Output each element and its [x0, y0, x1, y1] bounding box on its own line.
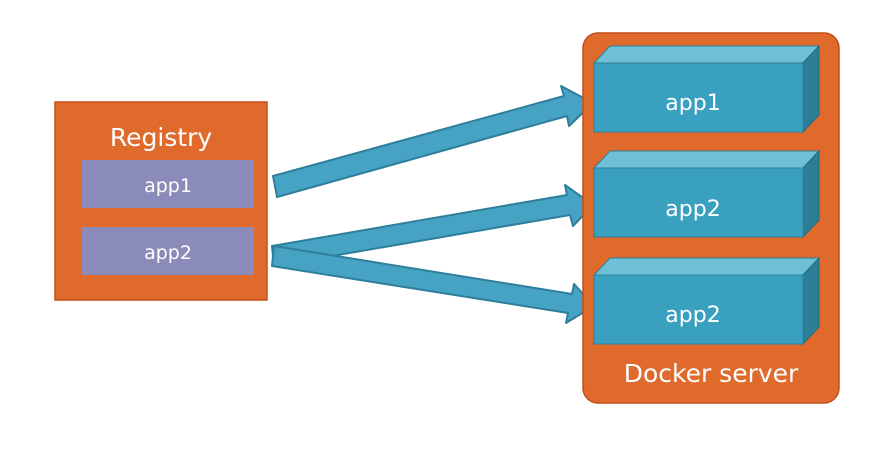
registry-item-app2 — [82, 227, 254, 275]
arrows — [271, 85, 595, 324]
server-container-app2-top: app2 — [592, 149, 821, 239]
server-container-app2-bottom: app2 — [592, 256, 821, 346]
docker-server-box: app1 app2 app2 Docker server — [582, 32, 840, 404]
registry-item-app1-label: app1 — [144, 175, 192, 197]
server-container-app2-top-label: app2 — [665, 197, 720, 222]
registry-title: Registry — [110, 123, 213, 152]
arrow-app2-to-server-app2-bottom — [271, 245, 595, 324]
container-front-face — [593, 62, 804, 133]
docker-server-title: Docker server — [624, 359, 799, 388]
server-container-app1-label: app1 — [665, 91, 720, 116]
container-front-face — [593, 274, 804, 345]
container-top-face — [592, 257, 821, 276]
server-container-app2-bottom-label: app2 — [665, 303, 720, 328]
server-container-app1: app1 — [592, 44, 821, 134]
registry-box: Registry app1 app2 — [54, 101, 268, 301]
registry-item-app1 — [82, 160, 254, 208]
registry-item-app2-label: app2 — [144, 242, 192, 264]
container-top-face — [592, 45, 821, 64]
arrow-app1-to-server-app1 — [272, 85, 594, 198]
container-top-face — [592, 150, 821, 169]
container-front-face — [593, 167, 804, 238]
